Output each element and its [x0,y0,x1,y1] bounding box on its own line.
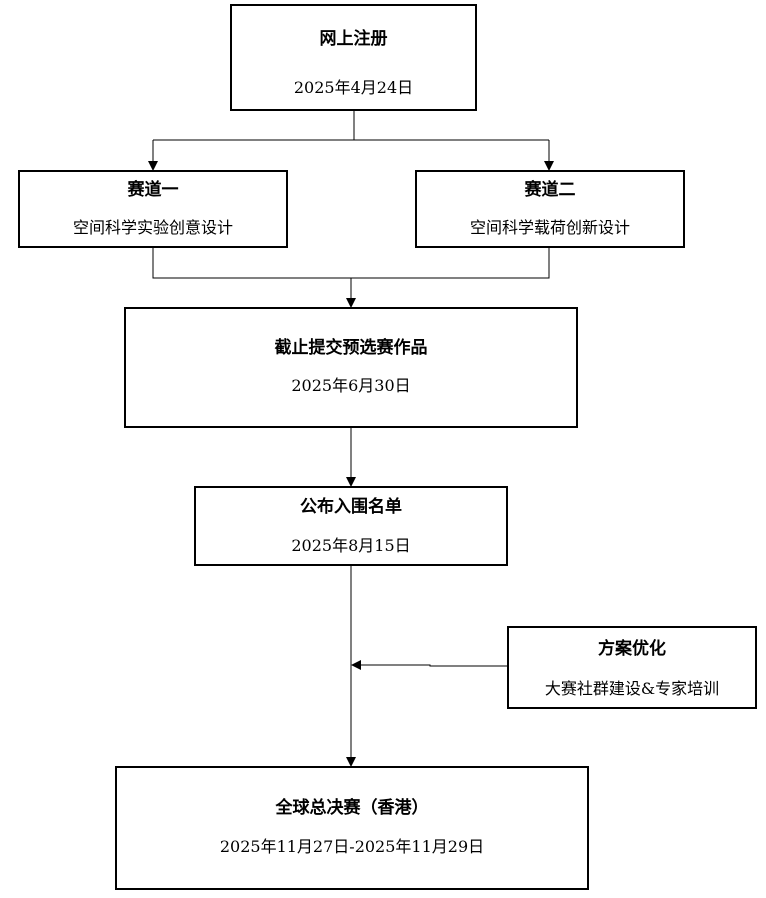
node-track1: 赛道一 空间科学实验创意设计 [18,170,288,248]
node-register-title: 网上注册 [319,29,388,49]
node-deadline: 截止提交预选赛作品 2025年6月30日 [124,307,578,428]
node-track1-subtitle: 空间科学实验创意设计 [72,218,233,237]
node-optimize-title: 方案优化 [598,639,666,659]
node-register: 网上注册 2025年4月24日 [230,4,477,111]
connector-register-to-tracks [153,110,549,141]
node-optimize-subtitle: 大赛社群建设&专家培训 [544,679,720,698]
node-deadline-date: 2025年6月30日 [291,376,411,395]
node-optimize: 方案优化 大赛社群建设&专家培训 [507,626,757,709]
node-finals-title: 全球总决赛（香港） [275,798,429,818]
node-track2-subtitle: 空间科学载荷创新设计 [469,218,630,237]
node-shortlist: 公布入围名单 2025年8月15日 [194,486,508,566]
node-register-date: 2025年4月24日 [293,78,414,97]
connector-tracks-merge [152,248,550,279]
node-track1-title: 赛道一 [127,180,179,200]
node-finals-date: 2025年11月27日-2025年11月29日 [219,837,485,856]
node-finals: 全球总决赛（香港） 2025年11月27日-2025年11月29日 [115,766,589,890]
node-track2: 赛道二 空间科学载荷创新设计 [415,170,685,248]
node-deadline-title: 截止提交预选赛作品 [274,338,428,358]
node-shortlist-title: 公布入围名单 [300,497,402,517]
node-shortlist-date: 2025年8月15日 [291,536,411,555]
arrow-optimize-to-line [351,660,507,670]
node-track2-title: 赛道二 [524,180,576,200]
